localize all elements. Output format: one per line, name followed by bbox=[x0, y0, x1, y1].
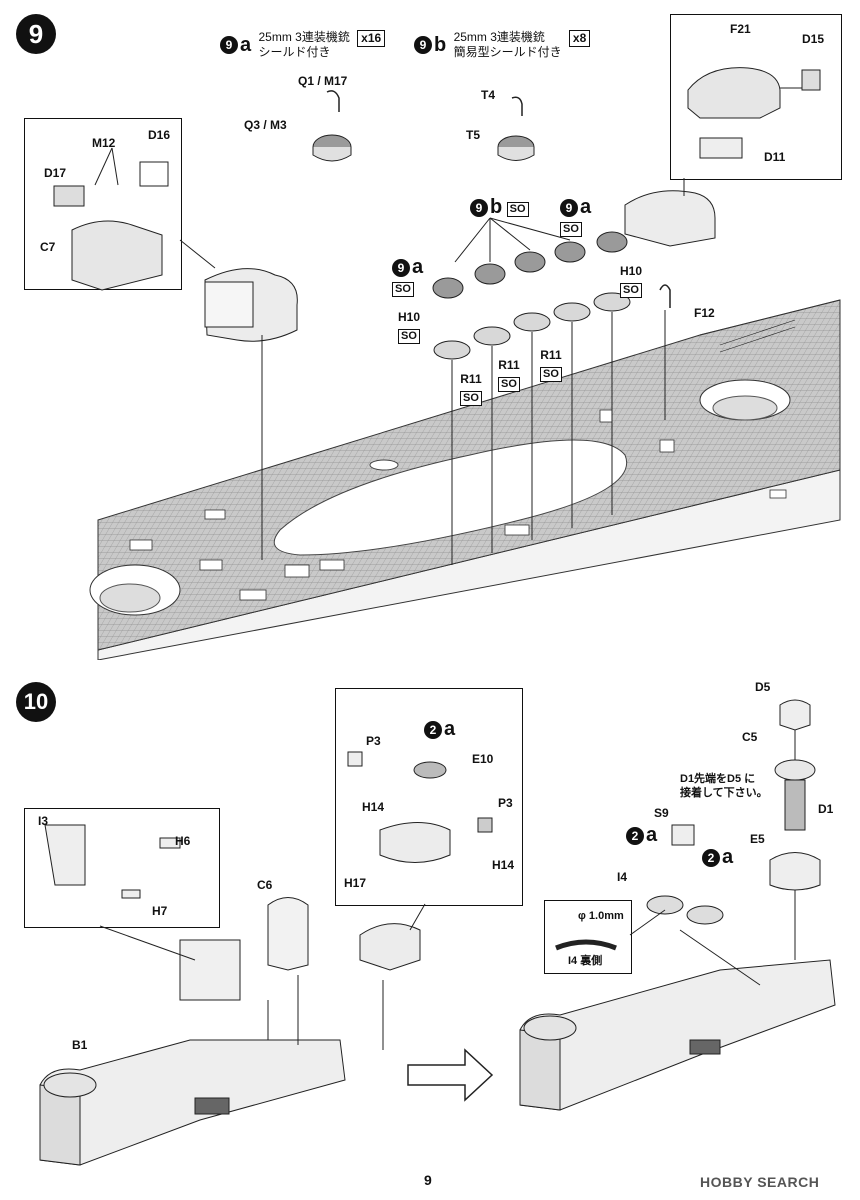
part-b1-label: B1 bbox=[72, 1038, 88, 1052]
detail-box-i3 bbox=[24, 808, 220, 928]
part-d16-label: D16 bbox=[148, 128, 171, 142]
part-d5-label: D5 bbox=[755, 680, 771, 694]
part-e5-label: E5 bbox=[750, 832, 765, 846]
part-i3-label: I3 bbox=[38, 814, 49, 828]
part-h14-a-label: H14 bbox=[362, 800, 385, 814]
part-c5-label: C5 bbox=[742, 730, 758, 744]
part-h17-label: H17 bbox=[344, 876, 367, 890]
part-e10-label: E10 bbox=[472, 752, 494, 766]
part-h6-label: H6 bbox=[175, 834, 191, 848]
part-q3-m3-label: Q3 / M3 bbox=[244, 118, 287, 132]
part-q1-m17-label: Q1 / M17 bbox=[298, 74, 348, 88]
part-m12-label: M12 bbox=[92, 136, 116, 150]
step-10-badge: 10 bbox=[16, 682, 56, 722]
part-s9-label: S9 bbox=[654, 806, 669, 820]
drill-size-label: φ 1.0mm bbox=[578, 910, 624, 922]
glue-note: D1先端をD5 に接着して下さい。 bbox=[680, 773, 768, 799]
part-d1-label: D1 bbox=[818, 802, 834, 816]
part-h14-b-label: H14 bbox=[492, 858, 515, 872]
watermark: HOBBY SEARCH bbox=[700, 1174, 820, 1190]
part-d11-label: D11 bbox=[764, 150, 786, 164]
part-f21-label: F21 bbox=[730, 22, 751, 36]
part-t4-label: T4 bbox=[481, 88, 496, 102]
part-h7-label: H7 bbox=[152, 904, 168, 918]
part-t5-label: T5 bbox=[466, 128, 481, 142]
step-9-badge: 9 bbox=[16, 14, 56, 54]
i4-back-label: I4 裏側 bbox=[568, 955, 603, 967]
part-p3-b-label: P3 bbox=[498, 796, 513, 810]
part-d15-label: D15 bbox=[802, 32, 825, 46]
part-d17-label: D17 bbox=[44, 166, 67, 180]
part-p3-a-label: P3 bbox=[366, 734, 381, 748]
part-f12-label: F12 bbox=[694, 306, 715, 320]
part-c6-label: C6 bbox=[257, 878, 273, 892]
step-9-illustration bbox=[53, 67, 841, 660]
page-number: 9 bbox=[424, 1172, 432, 1188]
part-c7-label: C7 bbox=[40, 240, 56, 254]
part-i4-label: I4 bbox=[617, 870, 628, 884]
